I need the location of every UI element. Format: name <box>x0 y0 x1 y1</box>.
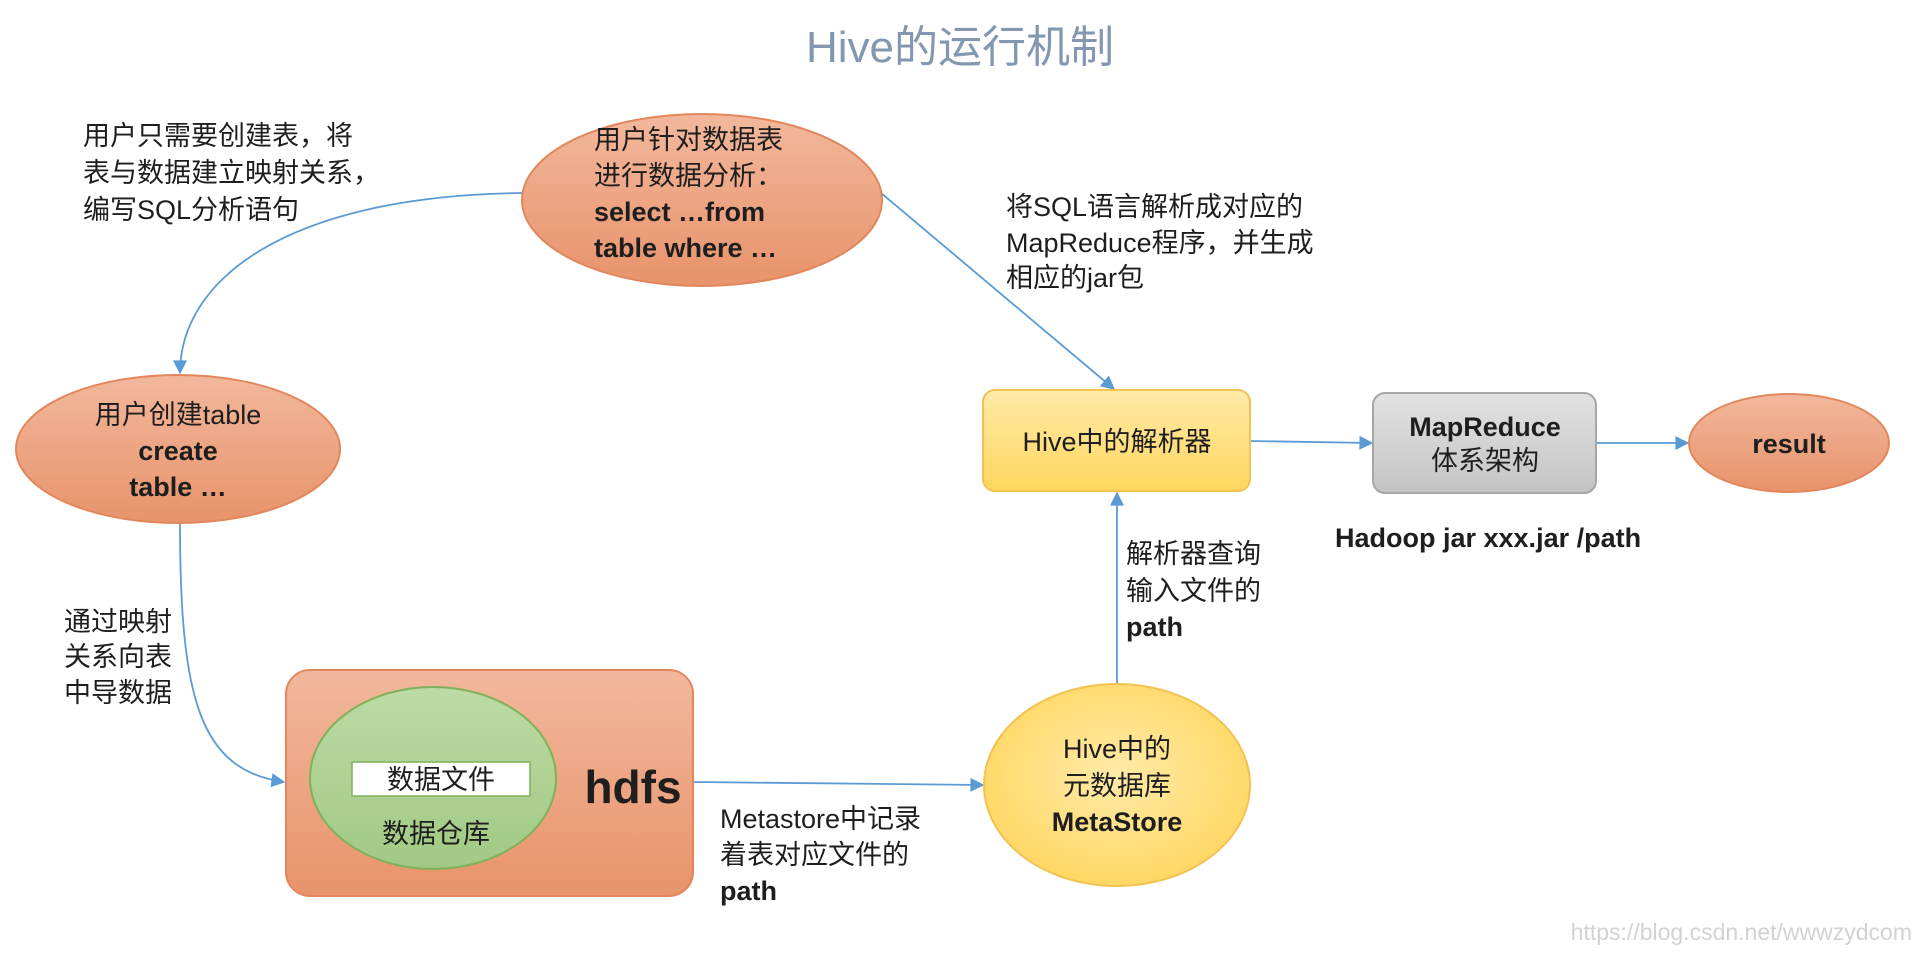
mapreduce-line-2: 体系架构 <box>1431 446 1539 476</box>
arrow-hdfs-to-metastore <box>693 777 985 792</box>
hadoop-command: Hadoop jar xxx.jar /path <box>1335 523 1641 553</box>
parser-query-note-line-1: 解析器查询 <box>1126 539 1261 569</box>
load-data-note-line-1: 通过映射 <box>64 607 172 637</box>
create-mapping-note-line-2: 表与数据建立映射关系， <box>83 158 380 188</box>
create-table-ellipse <box>15 374 341 524</box>
metastore-path-note-line-2: 着表对应文件的 <box>720 840 909 870</box>
hdfs-label: hdfs <box>584 761 681 813</box>
arrow-parser-to-mapreduce <box>1249 435 1374 450</box>
load-data-note-line-3: 中导数据 <box>64 678 172 708</box>
node-shapes <box>15 113 1890 897</box>
connectors <box>173 192 1690 792</box>
text-layer: 用户针对数据表 进行数据分析： select …from table where… <box>64 121 1826 906</box>
metastore-ellipse <box>983 683 1251 887</box>
data-file-box <box>351 761 531 797</box>
create-table-line-1: 用户创建table <box>95 400 262 430</box>
load-data-note-line-2: 关系向表 <box>64 642 172 672</box>
diagram-title: Hive的运行机制 <box>806 23 1114 72</box>
metastore-path-note-line-1: Metastore中记录 <box>720 804 921 834</box>
compile-note-line-3: 相应的jar包 <box>1006 263 1144 293</box>
create-table-line-2: create <box>138 436 218 466</box>
compile-note-line-1: 将SQL语言解析成对应的 <box>1006 192 1303 222</box>
metastore-path-note-line-3: path <box>720 876 777 906</box>
mapreduce-box <box>1372 392 1597 494</box>
metastore-line-3: MetaStore <box>1052 807 1183 837</box>
mapreduce-line-1: MapReduce <box>1409 412 1561 442</box>
arrow-create-table-to-hdfs <box>179 522 286 788</box>
arrow-query-to-parser <box>880 192 1116 390</box>
result-label: result <box>1752 429 1826 459</box>
query-ellipse <box>521 113 883 287</box>
watermark: https://blog.csdn.net/wwwzydcom <box>1571 919 1912 945</box>
query-line-4: table where … <box>594 233 777 263</box>
parser-query-note-line-2: 输入文件的 <box>1126 576 1261 606</box>
query-line-2: 进行数据分析： <box>594 161 783 191</box>
data-file-box-group <box>351 761 531 797</box>
create-table-line-3: table … <box>129 472 227 502</box>
query-line-1: 用户针对数据表 <box>594 125 783 155</box>
compile-note-line-2: MapReduce程序，并生成 <box>1006 228 1314 258</box>
query-line-3: select …from <box>594 197 765 227</box>
warehouse-label: 数据仓库 <box>382 819 490 849</box>
create-mapping-note-line-1: 用户只需要创建表，将 <box>83 121 353 151</box>
parser-label: Hive中的解析器 <box>1022 427 1211 457</box>
result-ellipse <box>1688 393 1890 493</box>
arrow-query-to-create-table <box>173 192 523 375</box>
parser-box <box>982 389 1251 492</box>
metastore-line-1: Hive中的 <box>1063 734 1171 764</box>
metastore-line-2: 元数据库 <box>1063 771 1171 801</box>
parser-query-note-line-3: path <box>1126 612 1183 642</box>
data-file-label: 数据文件 <box>387 765 495 795</box>
create-mapping-note-line-3: 编写SQL分析语句 <box>83 195 299 225</box>
